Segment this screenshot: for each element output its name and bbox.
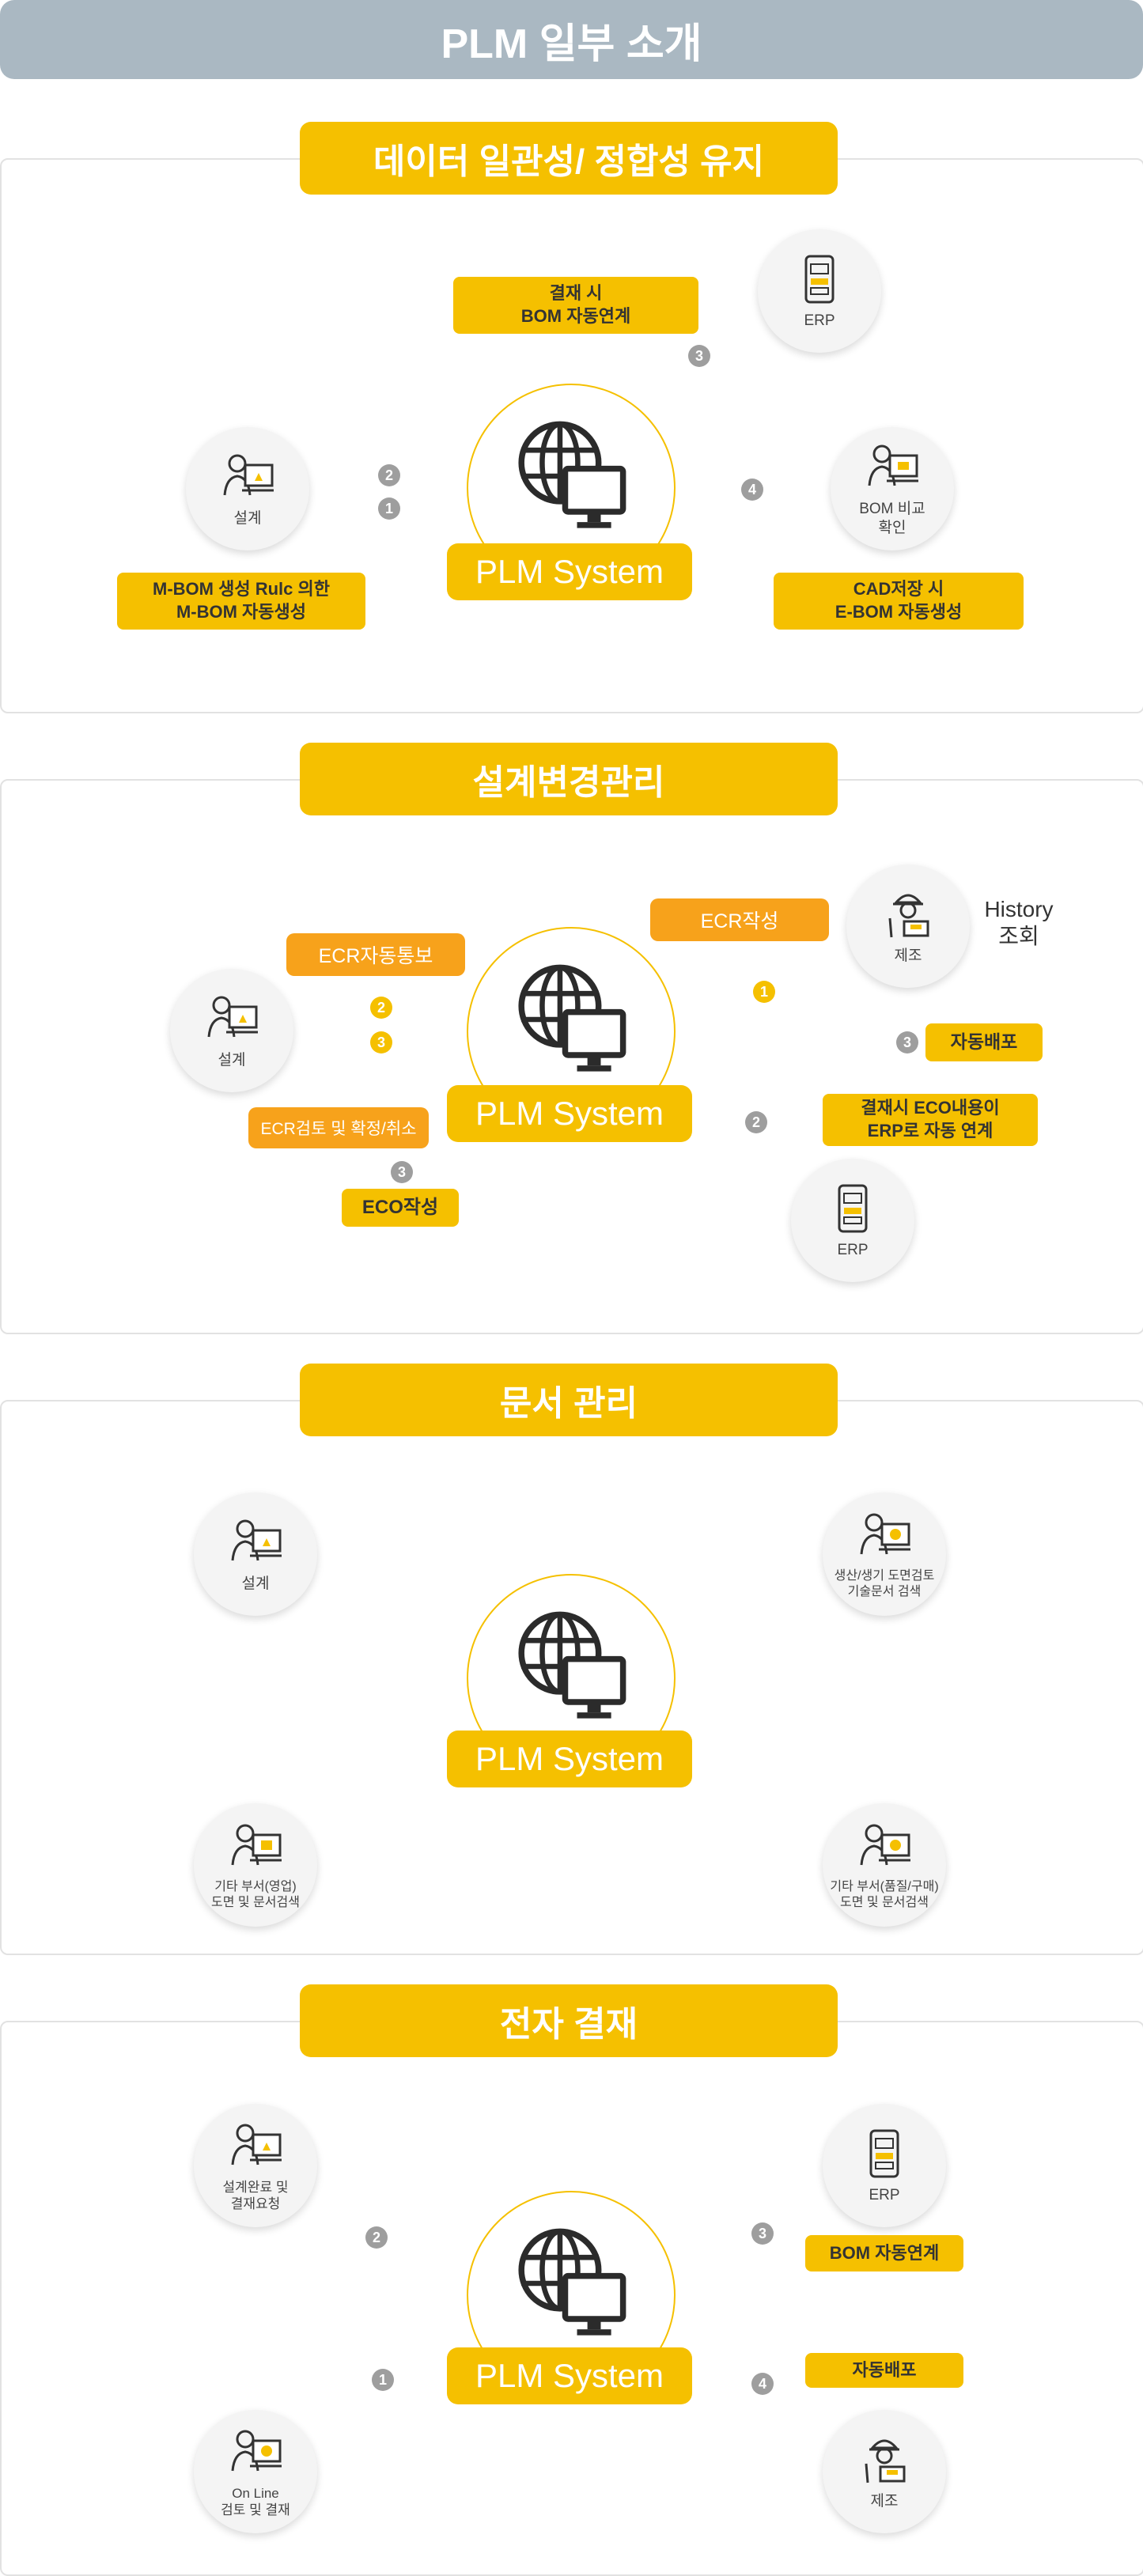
box-mbom: M-BOM 생성 Rulc 의한 M-BOM 자동생성 xyxy=(117,573,365,630)
node-design: 설계 xyxy=(186,427,309,550)
step-3: 3 xyxy=(688,345,710,367)
node-erp: ERP xyxy=(758,229,881,353)
box-ebom: CAD저장 시 E-BOM 자동생성 xyxy=(774,573,1024,630)
node-design-label: 설계 xyxy=(241,1575,270,1593)
engineer-computer-icon xyxy=(860,1513,910,1555)
node-online: On Line 검토 및 결재 xyxy=(194,2410,317,2533)
node-design-done-label: 설계완료 및 결재요청 xyxy=(222,2179,289,2211)
node-manufacturing: 제조 xyxy=(823,2410,946,2533)
step-4: 4 xyxy=(741,479,763,501)
node-other-quality: 기타 부서(품질/구매) 도면 및 문서검색 xyxy=(823,1803,946,1927)
box-approval-bom: 결재 시 BOM 자동연계 xyxy=(453,277,698,334)
box-eco-erp: 결재시 ECO내용이 ERP로 자동 연계 xyxy=(823,1094,1038,1146)
node-manufacturing: 제조 xyxy=(846,864,970,988)
globe-monitor-icon xyxy=(518,964,626,1072)
engineer-computer-icon xyxy=(231,1824,282,1866)
section-title-change-management: 설계변경관리 xyxy=(300,743,838,815)
box-auto-dist: 자동배포 xyxy=(925,1023,1043,1061)
node-erp: ERP xyxy=(791,1159,914,1282)
step-3: 3 xyxy=(370,1031,392,1053)
server-icon xyxy=(869,2129,899,2178)
node-other-quality-label: 기타 부서(품질/구매) 도면 및 문서검색 xyxy=(830,1880,939,1909)
node-manufacturing-label: 제조 xyxy=(894,948,922,965)
globe-monitor-icon xyxy=(518,421,626,528)
plm-system-label: PLM System xyxy=(447,1085,692,1142)
section-title-data-consistency: 데이터 일관성/ 정합성 유지 xyxy=(300,122,838,195)
engineer-computer-icon xyxy=(223,454,274,496)
plm-system-label: PLM System xyxy=(447,543,692,600)
history-label: History 조회 xyxy=(984,897,1054,948)
node-bom-check-label: BOM 비교 확인 xyxy=(859,501,925,536)
step-3: 3 xyxy=(751,2222,774,2245)
engineer-computer-icon xyxy=(860,1824,910,1866)
box-eco-write: ECO작성 xyxy=(342,1189,459,1227)
step-1: 1 xyxy=(372,2369,394,2391)
plm-system-label: PLM System xyxy=(447,2347,692,2404)
engineer-computer-icon xyxy=(231,1519,282,1561)
step-2: 2 xyxy=(745,1111,767,1133)
node-online-label: On Line 검토 및 결재 xyxy=(221,2485,290,2517)
node-production-label: 생산/생기 도면검토 기술문서 검색 xyxy=(834,1569,935,1598)
node-manufacturing-label: 제조 xyxy=(870,2493,899,2510)
step-1: 1 xyxy=(378,497,400,520)
step-4: 4 xyxy=(751,2373,774,2395)
step-2: 2 xyxy=(365,2226,388,2249)
node-erp-label: ERP xyxy=(837,1242,869,1259)
node-bom-check: BOM 비교 확인 xyxy=(831,427,954,550)
node-design: 설계 xyxy=(170,969,293,1092)
engineer-computer-icon xyxy=(868,444,918,486)
engineer-computer-icon xyxy=(207,996,258,1038)
globe-monitor-icon xyxy=(518,1611,626,1719)
page-title: PLM 일부 소개 xyxy=(0,0,1143,79)
step-3: 3 xyxy=(391,1161,413,1183)
node-erp: ERP xyxy=(823,2104,946,2227)
node-other-sales: 기타 부서(영업) 도면 및 문서검색 xyxy=(194,1803,317,1927)
worker-helmet-icon xyxy=(888,894,929,938)
worker-helmet-icon xyxy=(865,2439,906,2483)
server-icon xyxy=(838,1184,868,1233)
section-title-document-management: 문서 관리 xyxy=(300,1364,838,1436)
step-3: 3 xyxy=(896,1031,918,1053)
step-2: 2 xyxy=(370,997,392,1019)
engineer-computer-icon xyxy=(231,2124,282,2165)
box-auto-dist: 자동배포 xyxy=(805,2353,963,2388)
box-ecr-review: ECR검토 및 확정/취소 xyxy=(248,1107,429,1148)
node-design-label: 설계 xyxy=(218,1052,246,1069)
globe-monitor-icon xyxy=(518,2228,626,2336)
node-production: 생산/생기 도면검토 기술문서 검색 xyxy=(823,1492,946,1616)
node-erp-label: ERP xyxy=(804,312,835,330)
box-ecr-notify: ECR자동통보 xyxy=(286,933,465,976)
step-1: 1 xyxy=(753,981,775,1003)
server-icon xyxy=(804,255,835,304)
engineer-computer-icon xyxy=(231,2430,282,2471)
box-bom-link: BOM 자동연계 xyxy=(805,2235,963,2271)
node-design-done: 설계완료 및 결재요청 xyxy=(194,2104,317,2227)
node-erp-label: ERP xyxy=(869,2187,900,2204)
box-ecr-write: ECR작성 xyxy=(650,898,829,941)
step-2: 2 xyxy=(378,464,400,486)
plm-system-label: PLM System xyxy=(447,1731,692,1787)
section-title-electronic-approval: 전자 결재 xyxy=(300,1984,838,2057)
node-other-sales-label: 기타 부서(영업) 도면 및 문서검색 xyxy=(211,1880,300,1909)
node-design: 설계 xyxy=(194,1492,317,1616)
node-design-label: 설계 xyxy=(233,510,262,528)
